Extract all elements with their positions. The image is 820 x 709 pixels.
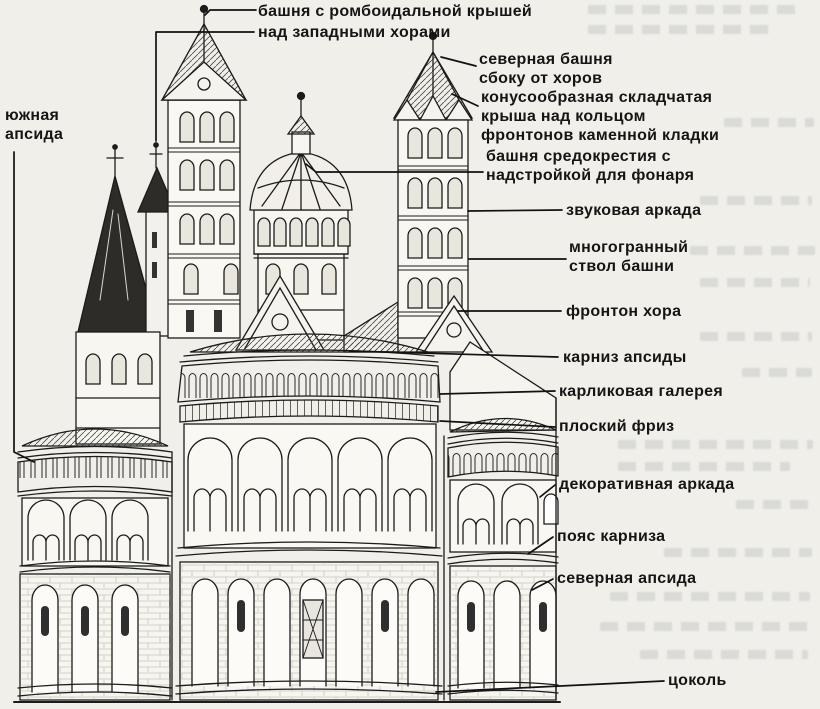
label-west-tower-roof: башня с ромбоидальной крышей над западны… xyxy=(258,3,533,41)
leader-west-tower-roof-2 xyxy=(155,31,255,142)
page-bleedthrough xyxy=(588,25,773,34)
label-north-apse: северная апсида xyxy=(557,570,697,587)
label-dwarf-gallery: карликовая галерея xyxy=(559,383,723,400)
label-plinth: цоколь xyxy=(668,672,727,689)
north-tower xyxy=(392,31,474,339)
label-north-tower: северная башня сбоку от хоров xyxy=(479,51,613,87)
label-apse-cornice: карниз апсиды xyxy=(563,349,687,366)
leader-crossing-tower xyxy=(305,163,484,173)
leader-decorative-arcade xyxy=(539,484,556,498)
leader-flat-frieze xyxy=(439,420,556,428)
leader-conical-roof xyxy=(451,93,479,107)
label-tower-shaft: многогранный ствол башни xyxy=(569,239,689,275)
label-sound-arcade: звуковая аркада xyxy=(566,202,702,219)
leader-apse-cornice xyxy=(349,350,559,358)
leader-lines xyxy=(13,9,665,693)
leader-plinth xyxy=(435,680,665,693)
page-bleedthrough xyxy=(610,592,810,601)
page-bleedthrough xyxy=(600,622,810,631)
page-bleedthrough xyxy=(588,5,803,14)
page-bleedthrough xyxy=(618,462,790,471)
west-tower xyxy=(160,4,248,339)
leader-north-tower xyxy=(440,56,477,67)
page-bleedthrough xyxy=(700,196,812,205)
label-crossing-tower: башня средокрестия с надстройкой для фон… xyxy=(486,148,695,184)
page-bleedthrough xyxy=(700,278,810,287)
south-transept-wall xyxy=(75,331,161,445)
north-apse xyxy=(443,341,559,701)
page-bleedthrough xyxy=(640,650,808,659)
choir-gable-right xyxy=(414,294,494,353)
leader-south-apse xyxy=(13,151,35,463)
church-drawing xyxy=(13,4,561,703)
label-cornice-belt: пояс карниза xyxy=(557,528,666,545)
leader-sound-arcade xyxy=(467,209,563,212)
label-south-apse: южная апсида xyxy=(5,107,64,143)
leader-west-tower-roof xyxy=(204,9,257,16)
leader-dwarf-gallery xyxy=(439,390,556,395)
leader-cornice-belt xyxy=(527,536,554,555)
central-niche xyxy=(302,599,324,659)
south-apse xyxy=(17,428,173,701)
leader-north-apse xyxy=(531,578,554,591)
page-bleedthrough xyxy=(618,440,813,449)
label-choir-gable: фронтон хора xyxy=(566,303,682,320)
page-bleedthrough xyxy=(742,368,812,377)
central-apse xyxy=(175,333,443,701)
page-bleedthrough xyxy=(690,246,815,255)
label-conical-roof: конусообразная складчатая крыша над коль… xyxy=(481,89,720,144)
southwest-spire xyxy=(77,144,159,333)
page-bleedthrough xyxy=(736,500,814,509)
label-decorative-arcade: декоративная аркада xyxy=(559,476,735,493)
page-bleedthrough xyxy=(700,332,812,341)
page-bleedthrough xyxy=(724,118,814,127)
page-bleedthrough xyxy=(664,548,812,557)
label-flat-frieze: плоский фриз xyxy=(559,418,675,435)
